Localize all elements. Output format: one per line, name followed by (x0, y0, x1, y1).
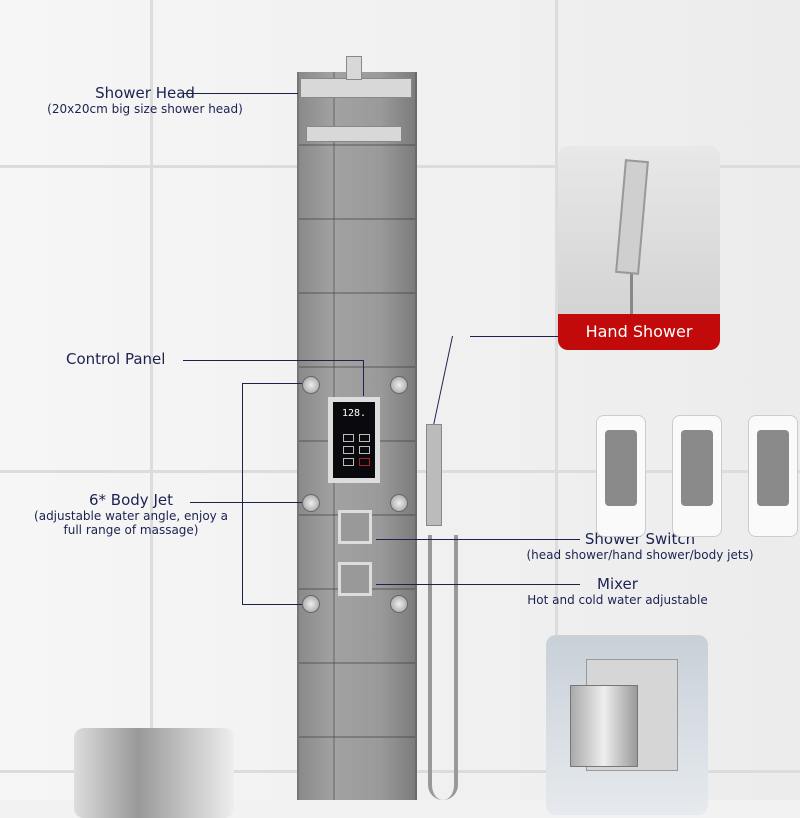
hand-shower-card: Hand Shower (558, 146, 720, 350)
soap-dispenser (672, 415, 722, 537)
leader-line (242, 383, 302, 384)
hand-shower-image (615, 159, 649, 275)
mixer-image (570, 685, 638, 767)
body-jet-icon (302, 494, 320, 512)
shower-head-reflection (306, 126, 402, 142)
shower-head-label: Shower Head (20x20cm big size shower hea… (47, 84, 243, 116)
leader-line (363, 360, 364, 396)
hose-image (630, 274, 633, 319)
leader-line (190, 502, 302, 503)
body-jet-icon (302, 595, 320, 613)
leader-line (376, 584, 580, 585)
leader-line (470, 336, 558, 337)
shower-arm (346, 56, 362, 80)
control-panel-label: Control Panel (66, 350, 166, 368)
leader-line (183, 93, 298, 94)
leader-line (242, 383, 243, 604)
control-button (343, 458, 354, 466)
control-button (343, 434, 354, 442)
body-jet-label: 6* Body Jet (adjustable water angle, enj… (34, 491, 228, 537)
body-jet-icon (390, 595, 408, 613)
soap-dispenser (596, 415, 646, 537)
hand-shower-on-panel (426, 424, 442, 526)
shelf-card (74, 728, 234, 818)
control-display: 128. (341, 408, 367, 419)
power-button (359, 458, 370, 466)
control-panel: 128. (328, 397, 380, 483)
mixer-card (546, 635, 708, 815)
control-button (359, 446, 370, 454)
mixer-label: Mixer Hot and cold water adjustable (527, 575, 708, 607)
hose (428, 535, 458, 800)
shower-head-top (300, 78, 412, 98)
shower-switch (338, 510, 372, 544)
control-button (343, 446, 354, 454)
body-jet-icon (302, 376, 320, 394)
control-button (359, 434, 370, 442)
leader-line (242, 604, 302, 605)
body-jet-icon (390, 494, 408, 512)
hand-shower-badge: Hand Shower (558, 314, 720, 350)
soap-dispenser (748, 415, 798, 537)
body-jet-icon (390, 376, 408, 394)
leader-line (183, 360, 363, 361)
leader-line (376, 539, 580, 540)
mixer-knob (338, 562, 372, 596)
